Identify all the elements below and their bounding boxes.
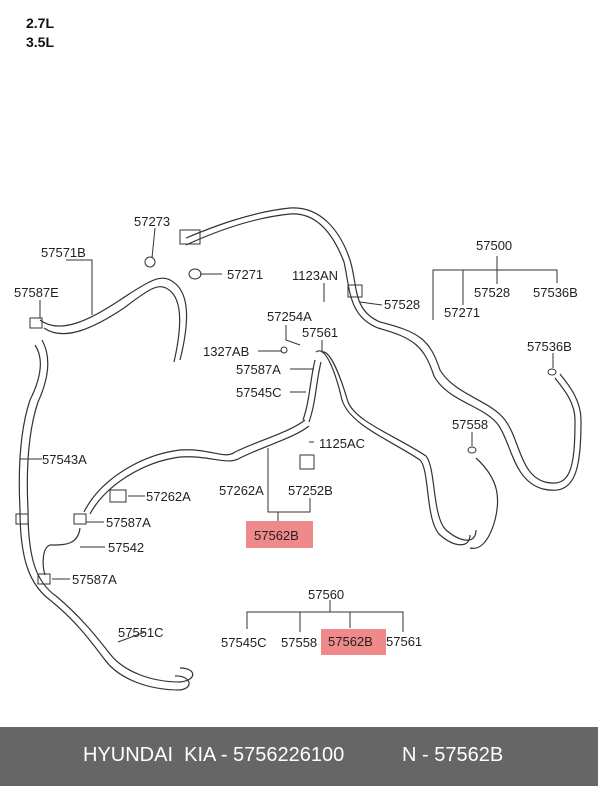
label-57271: 57271: [227, 267, 263, 282]
hose-57262a-b: [89, 425, 310, 515]
clamp-icon: [109, 489, 127, 503]
hose-57571b: [39, 277, 188, 361]
hose-57551c-b: [55, 595, 194, 683]
label-1327ab: 1327AB: [203, 344, 249, 359]
hose-middle: [315, 350, 471, 546]
label-57545c-kit: 57545C: [221, 635, 267, 650]
label-57551c: 57551C: [118, 625, 164, 640]
label-57558-kit: 57558: [281, 635, 317, 650]
clamp-icon: [29, 317, 43, 329]
label-57271-kit: 57271: [444, 305, 480, 320]
leader-lines: [20, 227, 558, 643]
clip-icon: [547, 368, 557, 376]
hose-57558: [469, 457, 499, 549]
parts-diagram: 57273 57571B 57587E 57271 1123AN 57528 5…: [14, 207, 582, 691]
hose-upper-main: [185, 207, 576, 484]
fittings: [15, 229, 557, 585]
engine-variants: 2.7L 3.5L: [26, 14, 54, 52]
hose-57571b-b: [43, 286, 181, 363]
hose-57542: [42, 527, 81, 576]
label-57543a: 57543A: [42, 452, 87, 467]
label-57542: 57542: [108, 540, 144, 555]
label-57587e: 57587E: [14, 285, 59, 300]
label-57562b: 57562B: [254, 528, 299, 543]
clamp-icon: [73, 513, 87, 525]
hose-upper-main-b: [185, 213, 582, 491]
label-57561: 57561: [302, 325, 338, 340]
label-57545c: 57545C: [236, 385, 282, 400]
clamp-icon: [15, 513, 29, 525]
label-57587a: 57587A: [236, 362, 281, 377]
label-57262a: 57262A: [146, 489, 191, 504]
clamp-icon: [299, 454, 315, 470]
label-57562b-kit: 57562B: [328, 634, 373, 649]
label-57528: 57528: [384, 297, 420, 312]
hose-57262a: [83, 419, 306, 513]
clip-icon: [467, 446, 477, 454]
label-57558: 57558: [452, 417, 488, 432]
label-57254a: 57254A: [267, 309, 312, 324]
label-57560: 57560: [308, 587, 344, 602]
bolt-icon: [280, 346, 288, 354]
label-57528-kit: 57528: [474, 285, 510, 300]
hose-middle-b: [321, 351, 477, 541]
label-1123an: 1123AN: [292, 268, 338, 283]
label-57587a-2: 57587A: [106, 515, 151, 530]
footer-brand-part: HYUNDAI KIA - 5756226100: [83, 744, 345, 766]
hose-57545c-b: [308, 361, 322, 423]
label-57500: 57500: [476, 238, 512, 253]
hose-57543a: [18, 344, 51, 601]
footer-bar: HYUNDAI KIA - 5756226100 N - 57562B: [0, 727, 598, 786]
label-57571b: 57571B: [41, 245, 86, 260]
clamp-icon: [347, 284, 363, 298]
highlights: [246, 521, 386, 655]
engine-variant-3-5l: 3.5L: [26, 34, 55, 50]
label-57536b: 57536B: [533, 285, 578, 300]
clamp-icon: [179, 229, 201, 245]
hose-57543a-b: [26, 339, 57, 597]
bolt-icon: [144, 256, 156, 268]
label-57262a-2: 57262A: [219, 483, 264, 498]
part-labels: 57273 57571B 57587E 57271 1123AN 57528 5…: [14, 214, 578, 650]
hose-57551c: [49, 599, 190, 691]
hose-lines: [18, 207, 582, 691]
label-57561-kit: 57561: [386, 634, 422, 649]
engine-variant-2-7l: 2.7L: [26, 15, 55, 31]
label-57273: 57273: [134, 214, 170, 229]
label-57536b-right: 57536B: [527, 339, 572, 354]
label-1125ac: 1125AC: [319, 436, 365, 451]
clamp-icon: [37, 573, 51, 585]
hose-57545c: [302, 359, 316, 421]
label-57252b: 57252B: [288, 483, 333, 498]
highlight-57562b-main: [246, 521, 313, 548]
label-57587a-3: 57587A: [72, 572, 117, 587]
footer-part-number: N - 57562B: [402, 744, 504, 766]
highlight-57562b-kit: [321, 629, 386, 655]
clip-icon: [188, 268, 202, 280]
